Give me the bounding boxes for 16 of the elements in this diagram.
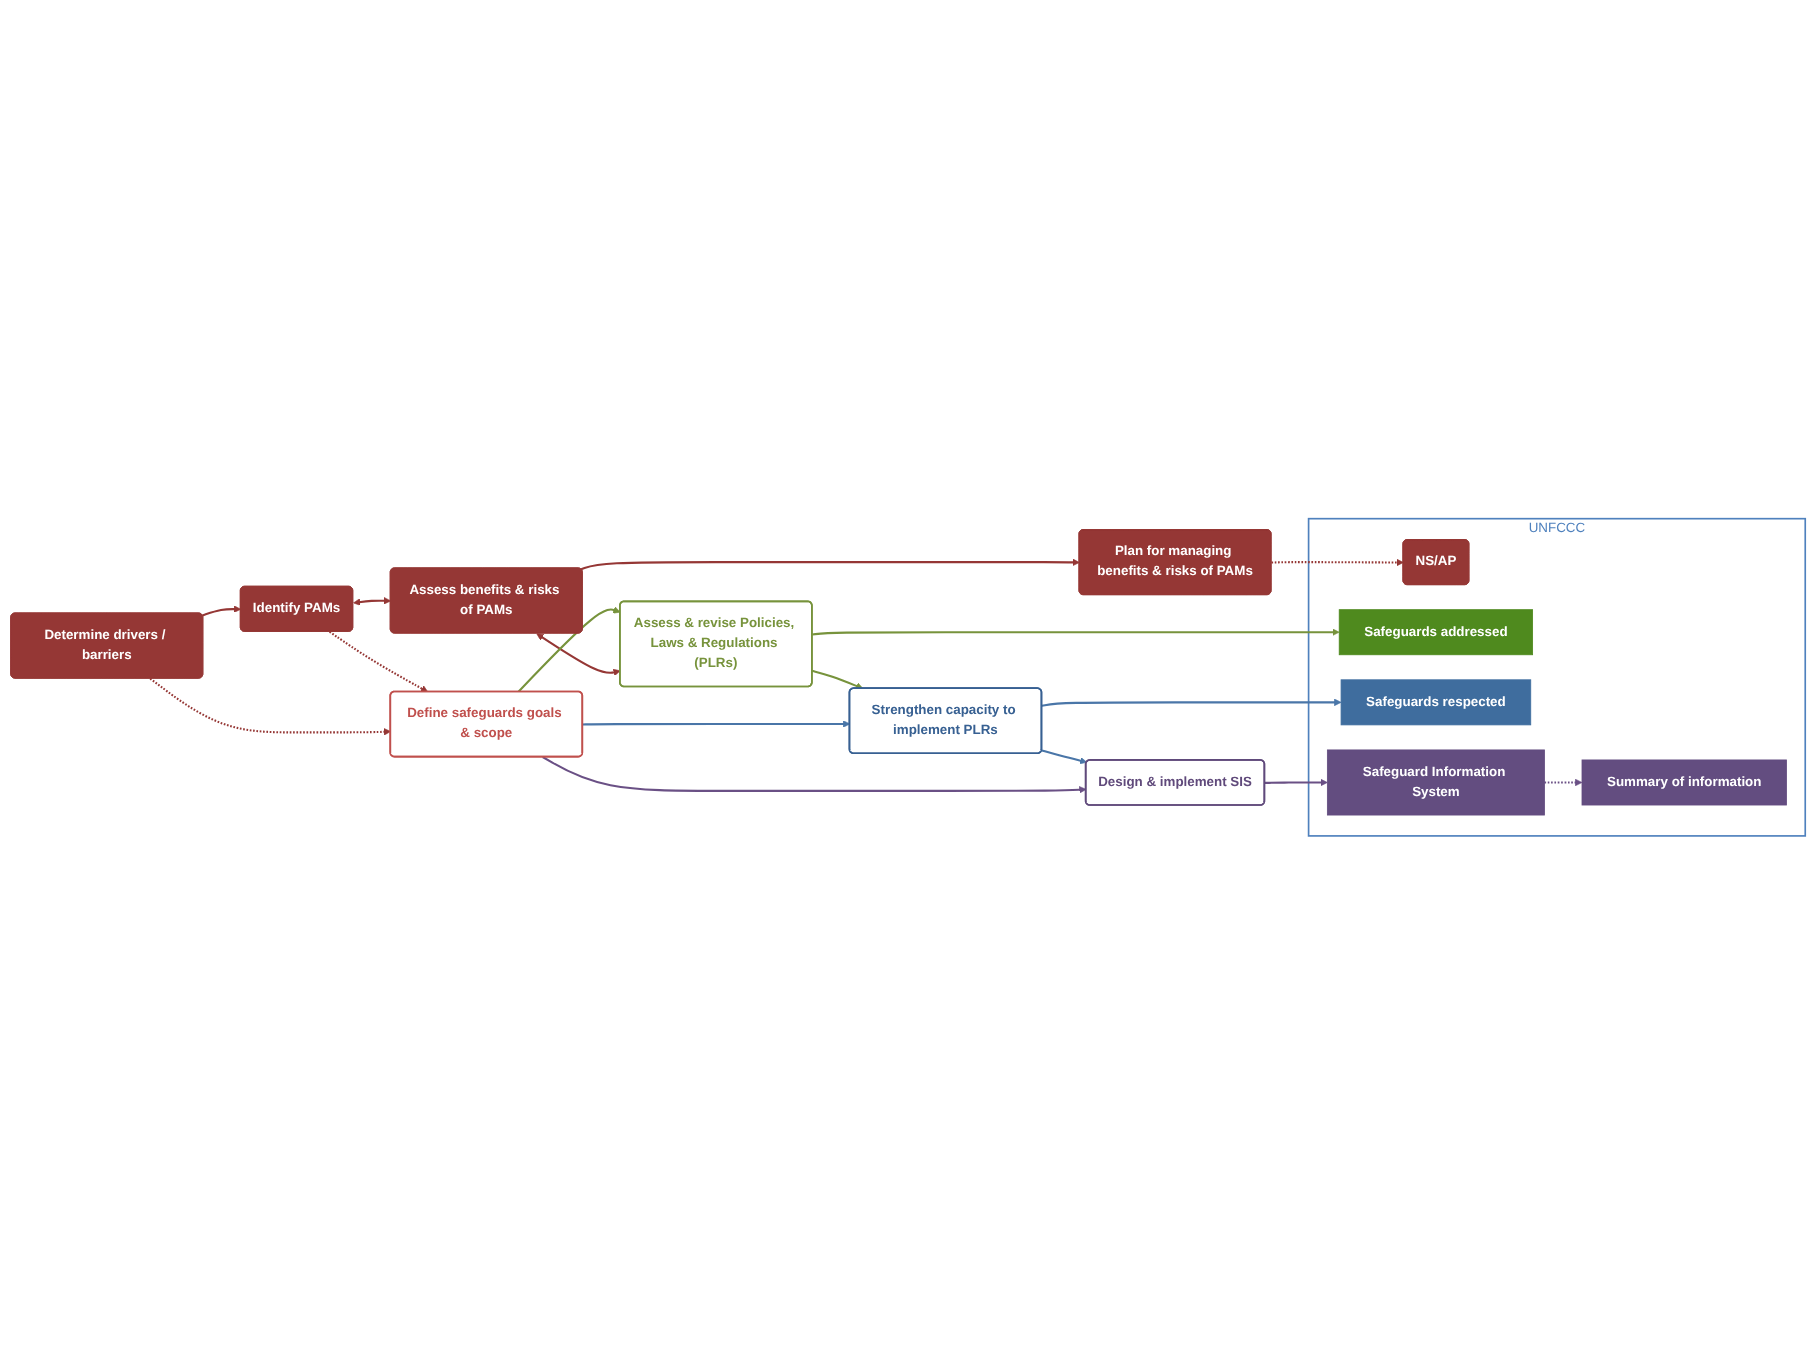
arrow bbox=[329, 630, 429, 692]
arrow bbox=[812, 628, 1340, 636]
arrow bbox=[1264, 778, 1328, 786]
arrow bbox=[1544, 778, 1583, 786]
arrow bbox=[1041, 698, 1342, 707]
arrow bbox=[582, 720, 851, 728]
arrow bbox=[517, 606, 621, 693]
arrow bbox=[812, 669, 864, 690]
arrow bbox=[580, 558, 1080, 570]
arrow bbox=[542, 755, 1087, 794]
arrow bbox=[202, 605, 242, 617]
arrow bbox=[149, 677, 392, 736]
arrow bbox=[353, 596, 392, 606]
arrow bbox=[1041, 749, 1088, 764]
arrow bbox=[536, 633, 621, 676]
arrow bbox=[1271, 558, 1404, 566]
